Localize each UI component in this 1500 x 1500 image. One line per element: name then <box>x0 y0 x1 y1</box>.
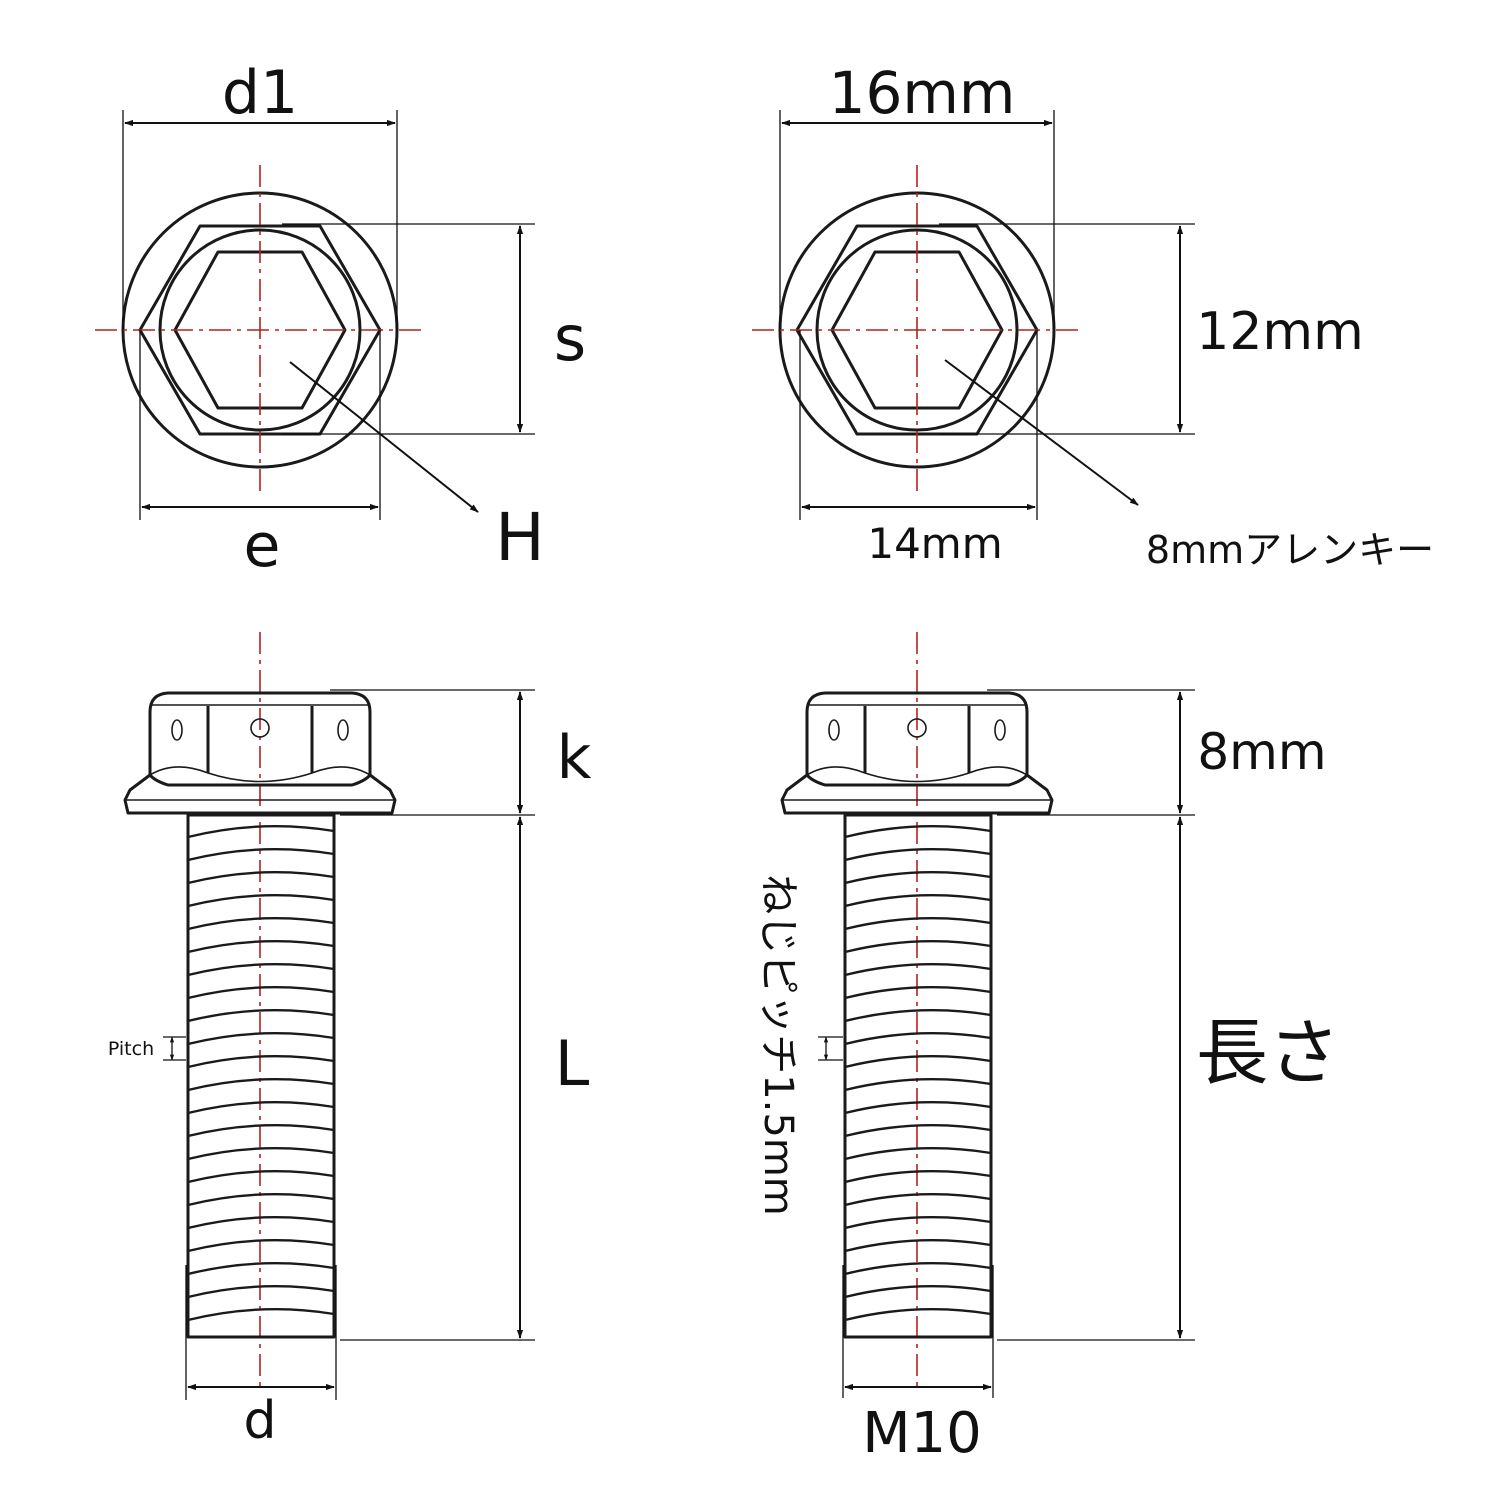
flange <box>780 773 1054 815</box>
label-across-corners: 14mm <box>867 519 1002 568</box>
label-d1: d1 <box>222 58 298 128</box>
label-h: H <box>495 499 545 576</box>
thread-line <box>844 1308 992 1322</box>
thread-line <box>187 1101 335 1115</box>
drill-hole-left <box>828 719 840 741</box>
label-e: e <box>244 511 281 581</box>
bolt-side-view-generic <box>123 632 535 1400</box>
thread-line <box>187 1193 335 1207</box>
thread-line <box>187 1124 335 1138</box>
thread-line <box>187 963 335 977</box>
thread-lines <box>187 825 335 1322</box>
thread-line <box>844 1124 992 1138</box>
label-d: d <box>243 1391 276 1451</box>
thread-line <box>844 848 992 862</box>
label-k: k <box>557 723 592 793</box>
drill-hole-right <box>994 719 1006 741</box>
thread-line <box>844 917 992 931</box>
threaded-shank <box>843 813 993 1339</box>
thread-line <box>187 940 335 954</box>
thread-line <box>187 986 335 1000</box>
thread-line <box>844 1032 992 1046</box>
label-head-height: 8mm <box>1197 723 1326 781</box>
label-s: s <box>554 302 586 375</box>
bolt-side-view-spec <box>780 632 1195 1398</box>
thread-line <box>187 1147 335 1161</box>
head-top-view-generic <box>95 110 535 520</box>
thread-line <box>844 940 992 954</box>
thread-line <box>844 1239 992 1253</box>
drill-hole-center <box>250 718 270 738</box>
label-length: 長さ <box>1196 1011 1340 1095</box>
thread-line <box>844 1009 992 1023</box>
thread-line <box>187 1239 335 1253</box>
hex-inner-circle <box>158 228 362 432</box>
thread-line <box>187 1009 335 1023</box>
thread-line <box>844 986 992 1000</box>
thread-line <box>187 917 335 931</box>
thread-line <box>844 894 992 908</box>
thread-line <box>187 1078 335 1092</box>
thread-line <box>844 1147 992 1161</box>
thread-line <box>844 1170 992 1184</box>
thread-line <box>187 825 335 839</box>
hex-inner-circle <box>815 228 1019 432</box>
thread-line <box>187 848 335 862</box>
threaded-shank <box>186 813 336 1339</box>
thread-line <box>187 1216 335 1230</box>
thread-line <box>844 1285 992 1299</box>
thread-line <box>187 1055 335 1069</box>
label-pitch: Pitch <box>108 1038 154 1060</box>
drill-hole-right <box>337 719 349 741</box>
label-l: L <box>555 1027 590 1100</box>
thread-lines <box>844 825 992 1322</box>
thread-line <box>187 1170 335 1184</box>
thread-line <box>844 825 992 839</box>
drill-hole-center <box>907 718 927 738</box>
label-socket: 8mmアレンキー <box>1146 528 1434 572</box>
label-pitch-spec: ねじピッチ1.5mm <box>755 874 801 1216</box>
drill-hole-left <box>171 719 183 741</box>
label-thread-diameter: M10 <box>862 1401 982 1466</box>
thread-line <box>187 1032 335 1046</box>
thread-line <box>844 871 992 885</box>
thread-line <box>187 1262 335 1276</box>
head-top-view-spec <box>752 110 1195 520</box>
thread-line <box>187 871 335 885</box>
thread-line <box>187 894 335 908</box>
flange <box>123 773 397 815</box>
thread-line <box>844 1101 992 1115</box>
thread-line <box>844 1193 992 1207</box>
thread-line <box>187 1308 335 1322</box>
label-head-diameter: 16mm <box>829 59 1016 127</box>
thread-line <box>844 1055 992 1069</box>
thread-line <box>844 1078 992 1092</box>
thread-line <box>844 1216 992 1230</box>
h-leader-line <box>289 361 479 513</box>
label-across-flats: 12mm <box>1196 302 1363 362</box>
thread-line <box>187 1285 335 1299</box>
socket-leader-line <box>944 359 1139 506</box>
thread-line <box>844 963 992 977</box>
thread-line <box>844 1262 992 1276</box>
